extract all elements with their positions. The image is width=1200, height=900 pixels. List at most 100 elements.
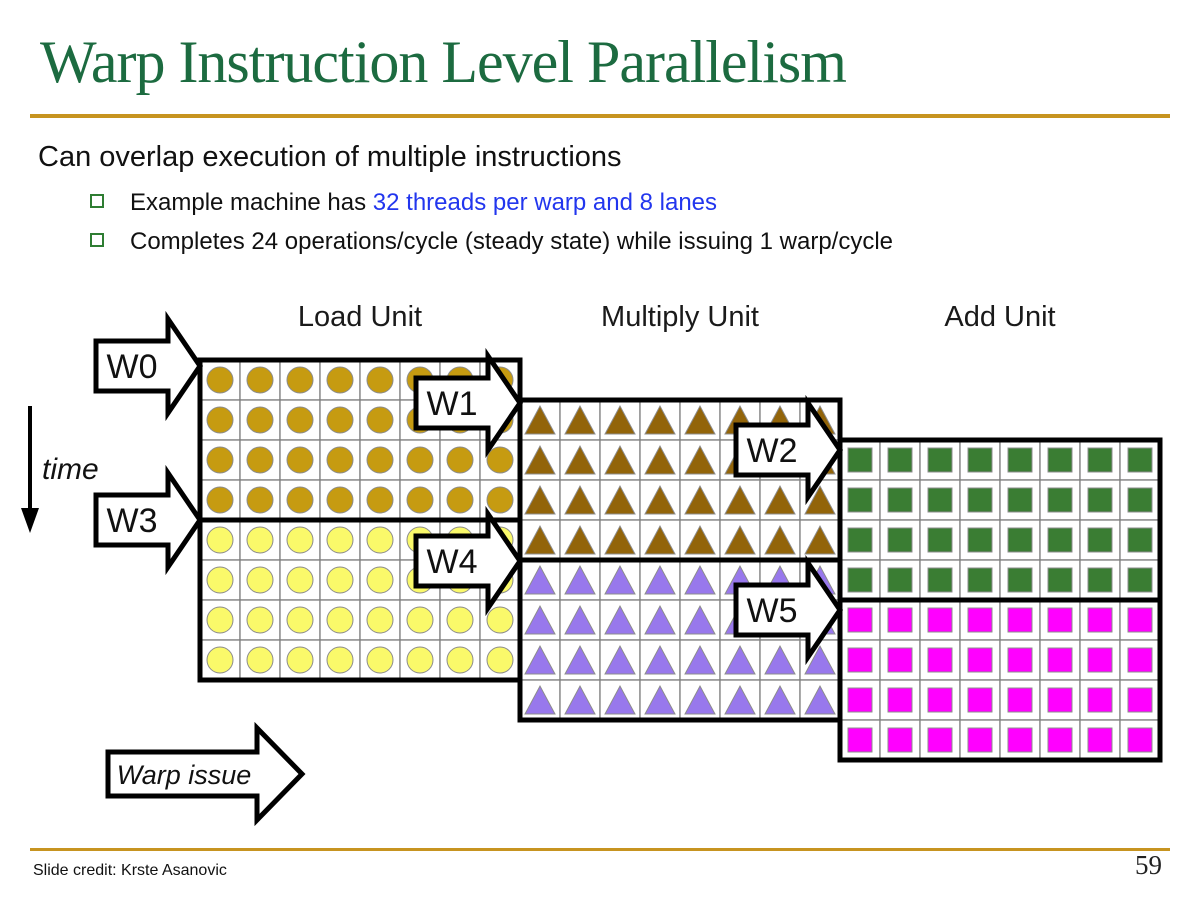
op-circle	[326, 606, 354, 634]
grid-border	[837, 437, 1163, 763]
op-square	[967, 687, 993, 713]
op-triangle	[724, 484, 756, 515]
op-square	[847, 687, 873, 713]
op-circle	[486, 446, 514, 474]
op-circle	[366, 526, 394, 554]
op-circle	[286, 606, 314, 634]
bullet-item: Example machine has 32 threads per warp …	[90, 189, 717, 217]
op-triangle	[564, 564, 596, 595]
op-triangle	[644, 644, 676, 675]
op-circle	[286, 526, 314, 554]
op-circle	[446, 486, 474, 514]
op-square	[1047, 607, 1073, 633]
op-circle	[206, 366, 234, 394]
op-square	[1127, 487, 1153, 513]
op-square	[967, 447, 993, 473]
op-circle	[326, 526, 354, 554]
op-triangle	[564, 604, 596, 635]
bullet-highlight-text: 32 threads per warp and 8 lanes	[372, 189, 718, 216]
op-triangle	[684, 404, 716, 435]
op-square	[887, 647, 913, 673]
warp-arrow-w1: W1	[413, 347, 524, 459]
op-triangle	[764, 644, 796, 675]
warp-arrow-w4: W4	[413, 505, 524, 617]
op-circle	[246, 446, 274, 474]
op-circle	[206, 646, 234, 674]
op-triangle	[804, 684, 836, 715]
unit-title-add: Add Unit	[944, 301, 1056, 333]
op-square	[887, 727, 913, 753]
op-square	[927, 567, 953, 593]
op-square	[967, 487, 993, 513]
op-circle	[326, 366, 354, 394]
warp-arrow-label: W4	[427, 543, 478, 581]
op-circle	[406, 646, 434, 674]
op-circle	[286, 646, 314, 674]
op-circle	[206, 486, 234, 514]
op-square	[1127, 447, 1153, 473]
op-circle	[286, 566, 314, 594]
op-circle	[366, 606, 394, 634]
op-square	[1007, 447, 1033, 473]
op-triangle	[644, 524, 676, 555]
op-circle	[326, 406, 354, 434]
op-square	[847, 647, 873, 673]
op-triangle	[604, 644, 636, 675]
block-arrow-shape	[105, 721, 306, 827]
op-square	[1047, 447, 1073, 473]
op-circle	[206, 566, 234, 594]
time-label: time	[42, 453, 99, 486]
op-square	[967, 727, 993, 753]
op-triangle	[524, 604, 556, 635]
op-circle	[246, 406, 274, 434]
block-arrow-shape	[413, 505, 524, 617]
op-circle	[206, 606, 234, 634]
op-circle	[286, 406, 314, 434]
op-square	[1087, 487, 1113, 513]
warp-arrow-label: W1	[427, 385, 478, 423]
op-triangle	[564, 444, 596, 475]
op-circle	[366, 366, 394, 394]
op-square	[847, 527, 873, 553]
slide-credit: Slide credit: Krste Asanovic	[33, 862, 227, 879]
op-square	[887, 607, 913, 633]
op-triangle	[724, 684, 756, 715]
op-circle	[326, 566, 354, 594]
op-circle	[246, 646, 274, 674]
op-circle	[326, 446, 354, 474]
title-divider	[30, 114, 1170, 118]
op-square	[847, 447, 873, 473]
op-square	[927, 487, 953, 513]
op-triangle	[644, 684, 676, 715]
page-number: 59	[1135, 850, 1162, 880]
grid-cell	[919, 639, 961, 681]
op-circle	[286, 486, 314, 514]
op-triangle	[604, 604, 636, 635]
op-triangle	[564, 524, 596, 555]
unit-grid-square	[837, 437, 1163, 763]
op-square	[1087, 567, 1113, 593]
op-triangle	[604, 524, 636, 555]
grid-cell	[999, 679, 1041, 721]
time-arrowhead-icon	[21, 508, 39, 533]
bullet-text: Example machine has	[130, 189, 373, 216]
op-triangle	[644, 444, 676, 475]
bullet-square-icon	[90, 194, 104, 208]
op-circle	[406, 486, 434, 514]
op-triangle	[684, 564, 716, 595]
op-triangle	[564, 404, 596, 435]
op-triangle	[524, 524, 556, 555]
op-triangle	[524, 564, 556, 595]
op-square	[1007, 527, 1033, 553]
op-circle	[406, 446, 434, 474]
block-arrow-shape	[93, 310, 204, 422]
op-triangle	[524, 444, 556, 475]
op-circle	[246, 366, 274, 394]
op-square	[1127, 527, 1153, 553]
op-square	[967, 647, 993, 673]
unit-grid-circle	[197, 357, 523, 683]
op-triangle	[684, 604, 716, 635]
op-square	[847, 607, 873, 633]
op-circle	[366, 446, 394, 474]
op-square	[887, 447, 913, 473]
